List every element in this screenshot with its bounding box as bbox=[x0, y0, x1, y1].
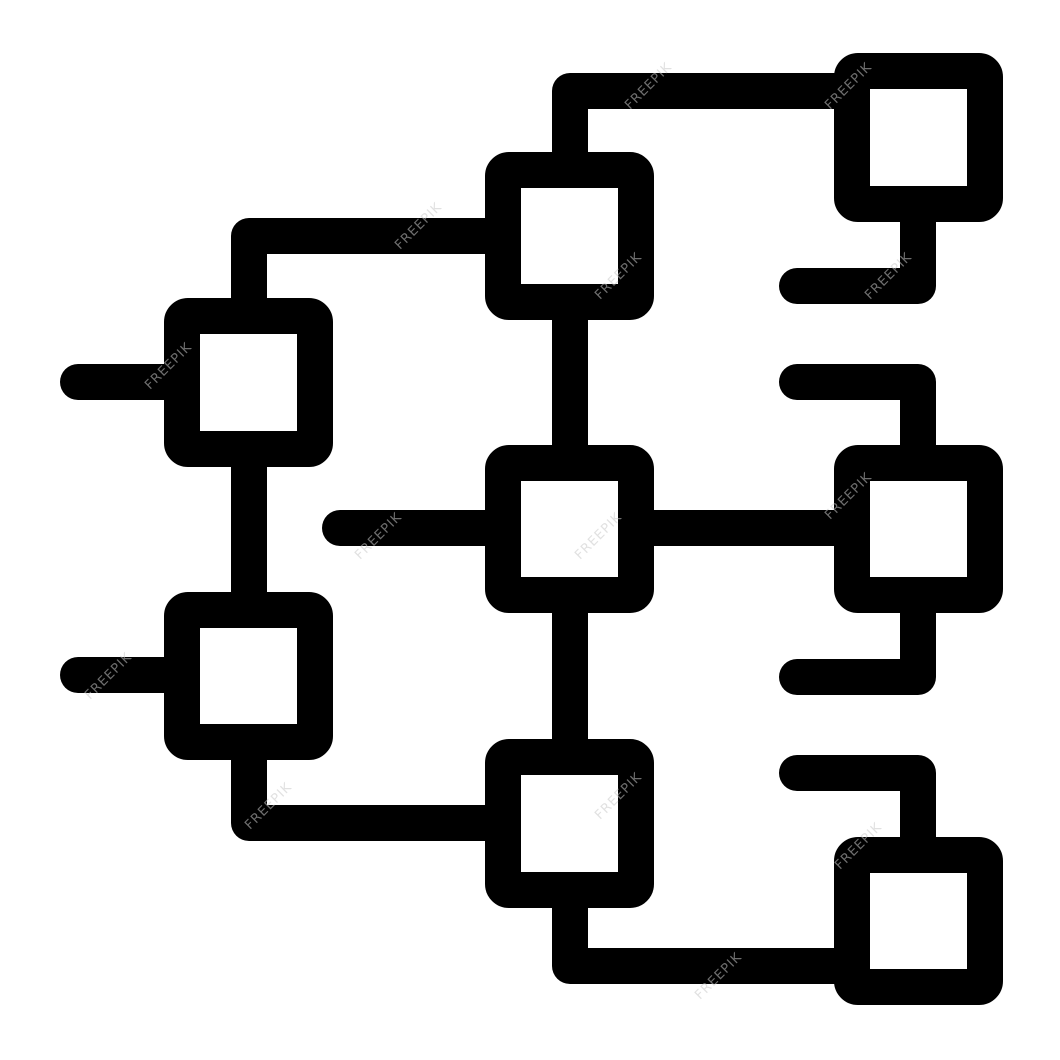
link-left-bottom-to-mid-bottom bbox=[231, 724, 521, 841]
node-left-bottom bbox=[164, 592, 333, 760]
link-left-top-to-mid-top bbox=[231, 218, 521, 334]
connector-lines bbox=[60, 73, 936, 984]
node-mid-bottom bbox=[485, 739, 654, 908]
output-stub-1 bbox=[779, 186, 936, 304]
output-stub-2 bbox=[779, 364, 936, 481]
node-right-center bbox=[834, 445, 1003, 613]
node-left-top bbox=[164, 298, 333, 467]
node-boxes bbox=[164, 53, 1003, 1005]
link-mid-top-to-right-top bbox=[552, 73, 870, 188]
output-stub-3 bbox=[779, 577, 936, 695]
node-mid-center bbox=[485, 445, 654, 613]
node-right-top bbox=[834, 53, 1003, 222]
link-mid-bottom-to-right-bottom bbox=[552, 872, 870, 984]
node-mid-top bbox=[485, 152, 654, 320]
node-right-bottom bbox=[834, 837, 1003, 1005]
output-stub-4 bbox=[779, 755, 936, 873]
